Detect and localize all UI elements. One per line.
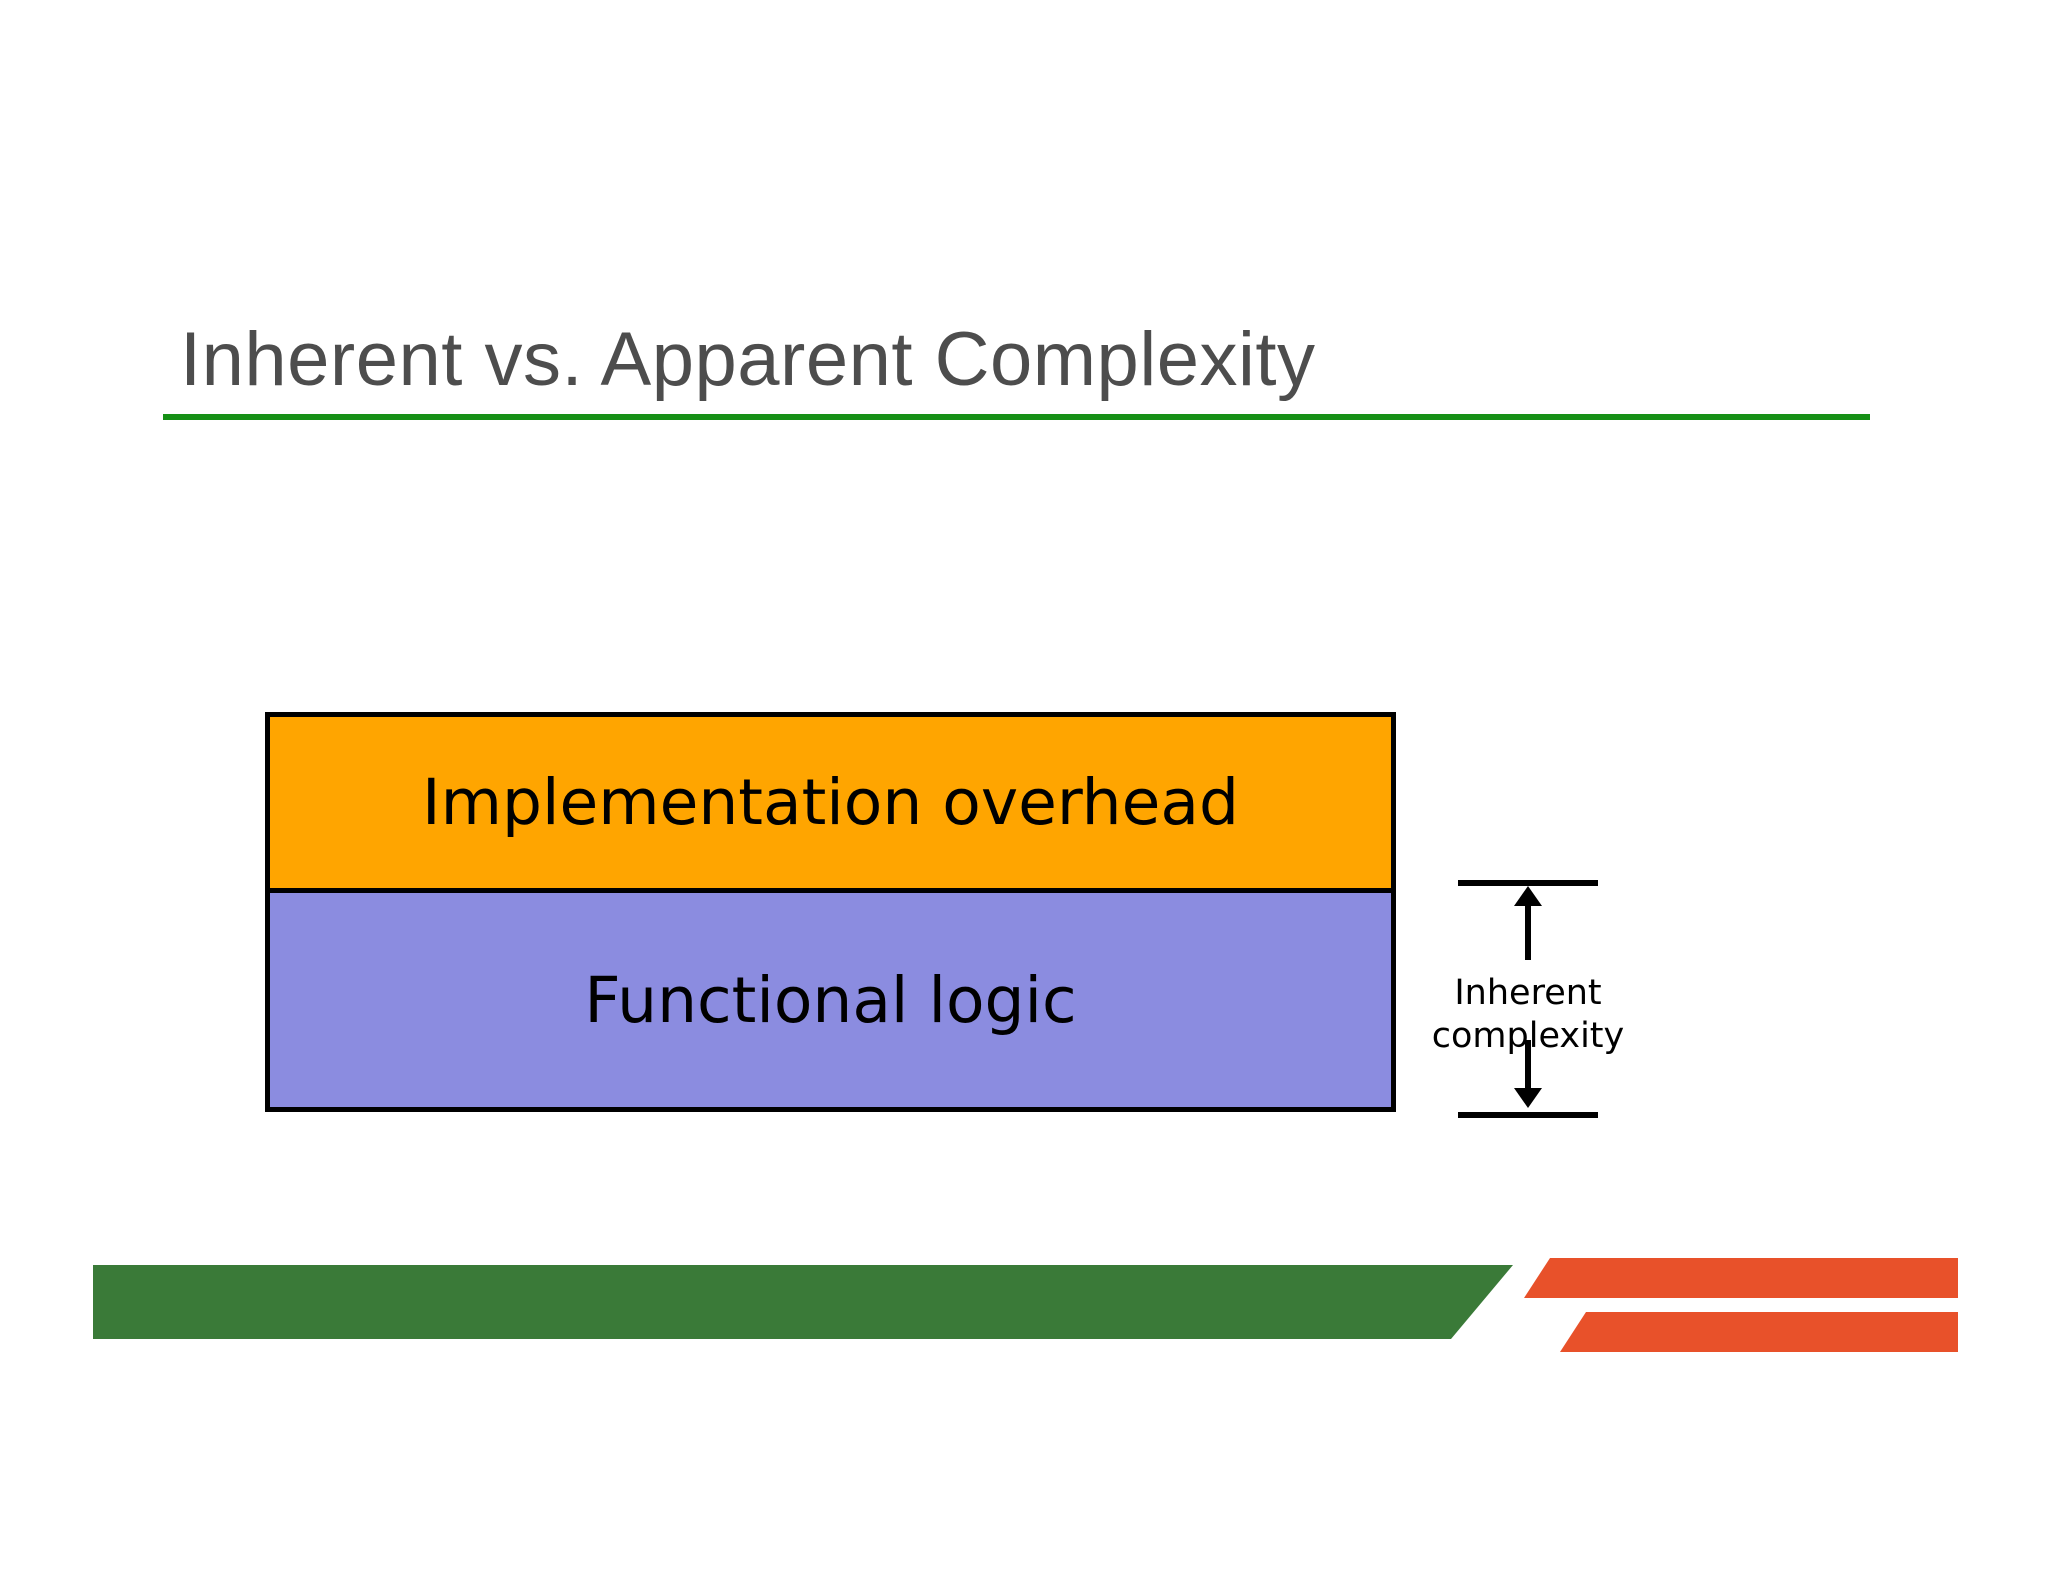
page-title: Inherent vs. Apparent Complexity [180,317,1316,402]
footer-orange-stripe-upper [1524,1258,1958,1298]
stack-segment-functional-logic: Functional logic [270,893,1391,1107]
bracket-caption-line-2: complexity [1431,1015,1625,1056]
arrow-down-icon [1514,1088,1542,1108]
bracket-caption-line-1: Inherent [1454,973,1602,1013]
arrow-down-shaft [1525,1040,1531,1102]
stack-segment-implementation-overhead: Implementation overhead [270,717,1391,893]
bracket-caption: Inherent complexity [1400,972,1656,1057]
arrow-up-shaft [1525,898,1531,960]
arrow-up-icon [1514,886,1542,906]
footer-green-band [93,1265,1513,1339]
bracket-tick-bottom [1458,1112,1598,1118]
stack-segment-label-implementation-overhead: Implementation overhead [422,766,1239,839]
stack-segment-label-functional-logic: Functional logic [584,963,1077,1037]
inherent-complexity-bracket [1458,880,1598,1118]
title-underline-rule [163,414,1870,420]
complexity-stack-diagram: Implementation overhead Functional logic [265,712,1396,1112]
footer-orange-stripe-lower [1560,1312,1958,1352]
bracket-tick-top [1458,880,1598,886]
